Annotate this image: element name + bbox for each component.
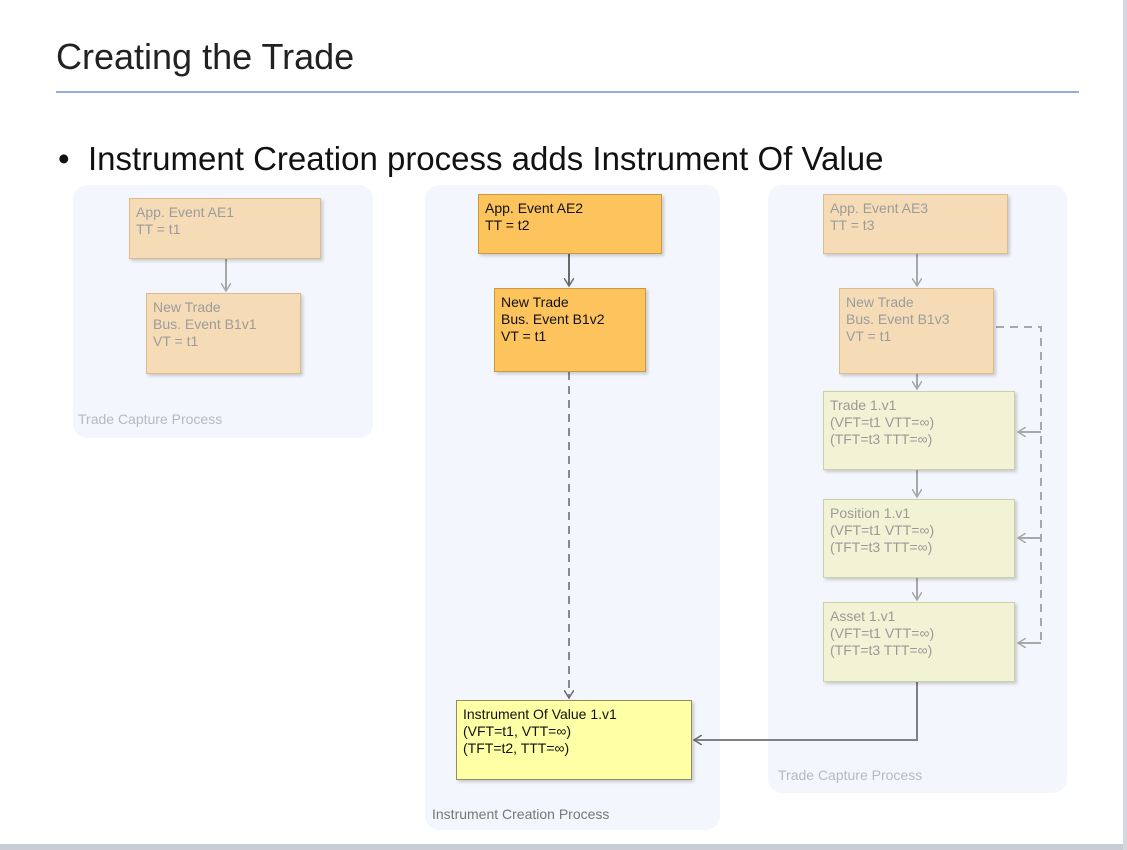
middle-panel-label: Instrument Creation Process — [432, 806, 610, 822]
bus-event-b1v3-node: New Trade Bus. Event B1v3 VT = t1 — [839, 288, 994, 374]
left-panel-label: Trade Capture Process — [78, 411, 223, 427]
right-border — [1123, 0, 1127, 850]
title-divider — [56, 91, 1079, 93]
app-event-ae3-node: App. Event AE3 TT = t3 — [823, 194, 1008, 254]
bullet-dot-icon: • — [58, 140, 70, 177]
asset-1v1-node: Asset 1.v1 (VFT=t1 VTT=∞) (TFT=t3 TTT=∞) — [823, 602, 1015, 682]
instrument-of-value-node: Instrument Of Value 1.v1 (VFT=t1, VTT=∞)… — [456, 700, 692, 780]
slide-title: Creating the Trade — [56, 36, 355, 77]
bus-event-b1v1-node: New Trade Bus. Event B1v1 VT = t1 — [146, 293, 301, 374]
bus-event-b1v2-node: New Trade Bus. Event B1v2 VT = t1 — [494, 288, 646, 372]
trade-1v1-node: Trade 1.v1 (VFT=t1 VTT=∞) (TFT=t3 TTT=∞) — [823, 391, 1015, 470]
arrow-asset-to-iov — [694, 682, 918, 740]
bullet-text: Instrument Creation process adds Instrum… — [88, 140, 884, 177]
app-event-ae1-node: App. Event AE1 TT = t1 — [129, 198, 321, 259]
position-1v1-node: Position 1.v1 (VFT=t1 VTT=∞) (TFT=t3 TTT… — [823, 499, 1015, 578]
right-panel-label: Trade Capture Process — [778, 767, 923, 783]
bullet-item: • Instrument Creation process adds Instru… — [58, 140, 883, 178]
app-event-ae2-node: App. Event AE2 TT = t2 — [478, 194, 662, 254]
dashed-bracket — [996, 326, 1042, 643]
bottom-border — [0, 844, 1127, 850]
